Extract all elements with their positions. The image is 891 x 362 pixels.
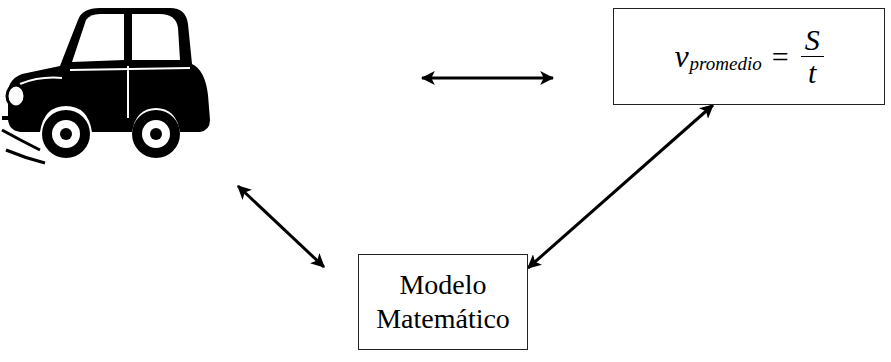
car-illustration xyxy=(2,8,210,163)
equals-sign: = xyxy=(772,40,789,74)
denominator: t xyxy=(804,57,820,89)
node-text-group: Modelo Matemático xyxy=(376,268,510,335)
numerator: S xyxy=(801,24,824,56)
variable: v xyxy=(674,38,688,75)
subscript: promedio xyxy=(690,53,762,75)
double-arrow xyxy=(528,105,713,268)
double-arrow xyxy=(238,186,324,267)
formula-box: vpromedio = St xyxy=(613,8,885,105)
fraction: St xyxy=(801,24,824,89)
process-box: Modelo Matemático xyxy=(358,254,528,350)
double-arrow xyxy=(422,77,553,80)
node-label: Modelo Matemático xyxy=(376,268,510,335)
formula: vpromedio = St xyxy=(674,24,823,89)
